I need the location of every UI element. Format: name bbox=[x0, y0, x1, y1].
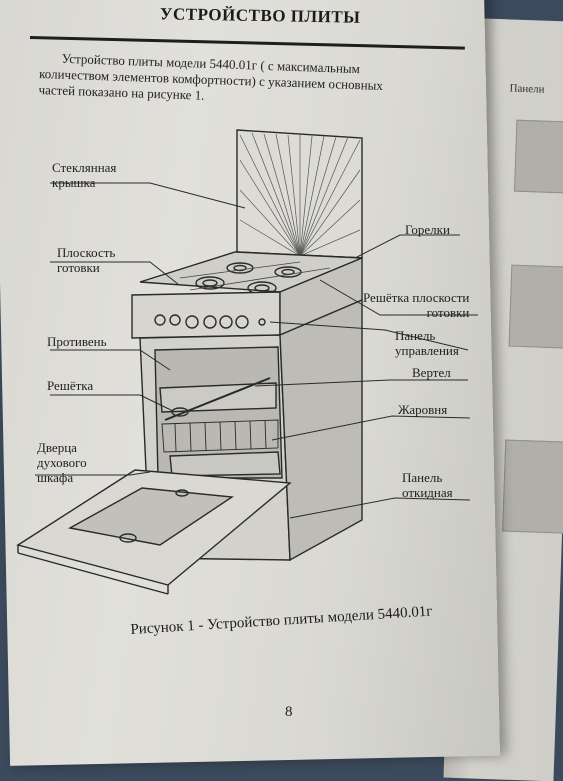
leader-lines bbox=[35, 182, 478, 519]
label-drop-panel: Панель откидная bbox=[402, 470, 453, 500]
label-glass-lid: Стеклянная крышка bbox=[52, 160, 116, 190]
stove-diagram bbox=[16, 129, 478, 595]
page-number: 8 bbox=[285, 704, 293, 720]
baking-tray-drawing bbox=[159, 382, 277, 413]
label-glass-lid-line-1: Стеклянная bbox=[52, 160, 117, 175]
label-cooking-surface-line-2: готовки bbox=[57, 260, 100, 275]
label-drop-panel-line-1: Панель bbox=[402, 470, 443, 485]
label-surface-grate-line-2: готовки bbox=[426, 305, 470, 320]
roasting-pan-drawing bbox=[169, 451, 281, 477]
spit-drawing bbox=[164, 377, 271, 421]
label-oven-door-line-2: духового bbox=[37, 455, 87, 470]
label-baking-tray: Противень bbox=[47, 334, 107, 349]
label-rack: Решётка bbox=[47, 378, 94, 393]
label-oven-door-line-1: Дверца bbox=[37, 440, 77, 455]
control-panel-drawing bbox=[131, 291, 281, 339]
label-oven-door-line-3: шкафа bbox=[37, 470, 74, 485]
label-oven-door: Дверца духового шкафа bbox=[37, 440, 87, 485]
label-burners: Горелки bbox=[405, 222, 450, 237]
label-surface-grate: Решётка плоскости готовки bbox=[363, 290, 469, 320]
label-control-panel: Панель управления bbox=[395, 328, 459, 358]
lid-rays bbox=[239, 132, 361, 257]
label-surface-grate-line-1: Решётка плоскости bbox=[363, 290, 470, 305]
label-drop-panel-line-2: откидная bbox=[402, 485, 453, 500]
label-spit: Вертел bbox=[412, 365, 451, 380]
label-control-panel-line-1: Панель bbox=[395, 328, 436, 343]
label-cooking-surface-line-1: Плоскость bbox=[57, 245, 116, 260]
oven-cavity-drawing bbox=[154, 346, 283, 479]
label-glass-lid-line-2: крышка bbox=[52, 175, 96, 190]
label-roasting-pan: Жаровня bbox=[398, 402, 448, 417]
label-cooking-surface: Плоскость готовки bbox=[57, 245, 115, 275]
rack-drawing bbox=[161, 419, 279, 453]
knobs-drawing bbox=[154, 314, 266, 329]
label-control-panel-line-2: управления bbox=[395, 343, 459, 358]
